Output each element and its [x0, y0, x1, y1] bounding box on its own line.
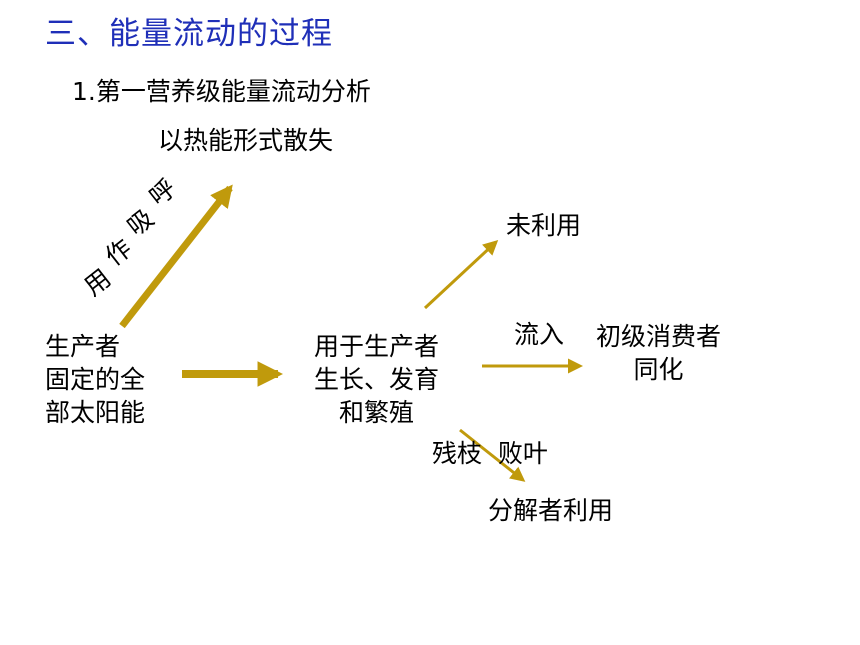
- label-litter: 残枝 败叶: [432, 439, 548, 468]
- node-growth: 用于生产者 生长、发育 和繁殖: [314, 330, 439, 429]
- node-unused: 未利用: [506, 211, 582, 240]
- producer-line: 部太阳能: [45, 398, 146, 427]
- growth-line: 生长、发育: [314, 365, 440, 394]
- node-heat-loss: 以热能形式散失: [158, 126, 334, 155]
- producer-line: 生产者: [45, 332, 121, 361]
- growth-line: 用于生产者: [314, 332, 440, 361]
- node-decomposer: 分解者利用: [488, 496, 614, 525]
- arrow-unused: [423, 239, 499, 310]
- arrow-decomposer: [459, 428, 526, 482]
- node-primary-consumer: 初级消费者 同化: [596, 320, 721, 386]
- producer-line: 固定的全: [45, 365, 146, 394]
- label-inflow: 流入: [514, 320, 565, 349]
- consumer-line: 初级消费者: [596, 322, 722, 351]
- growth-line: 和繁殖: [339, 398, 415, 427]
- consumer-line: 同化: [633, 355, 684, 384]
- arrow-respiration: [119, 184, 233, 329]
- node-producer: 生产者 固定的全 部太阳能: [45, 330, 145, 429]
- page-title: 三、能量流动的过程: [45, 16, 333, 52]
- section-heading: 1.第一营养级能量流动分析: [72, 77, 371, 106]
